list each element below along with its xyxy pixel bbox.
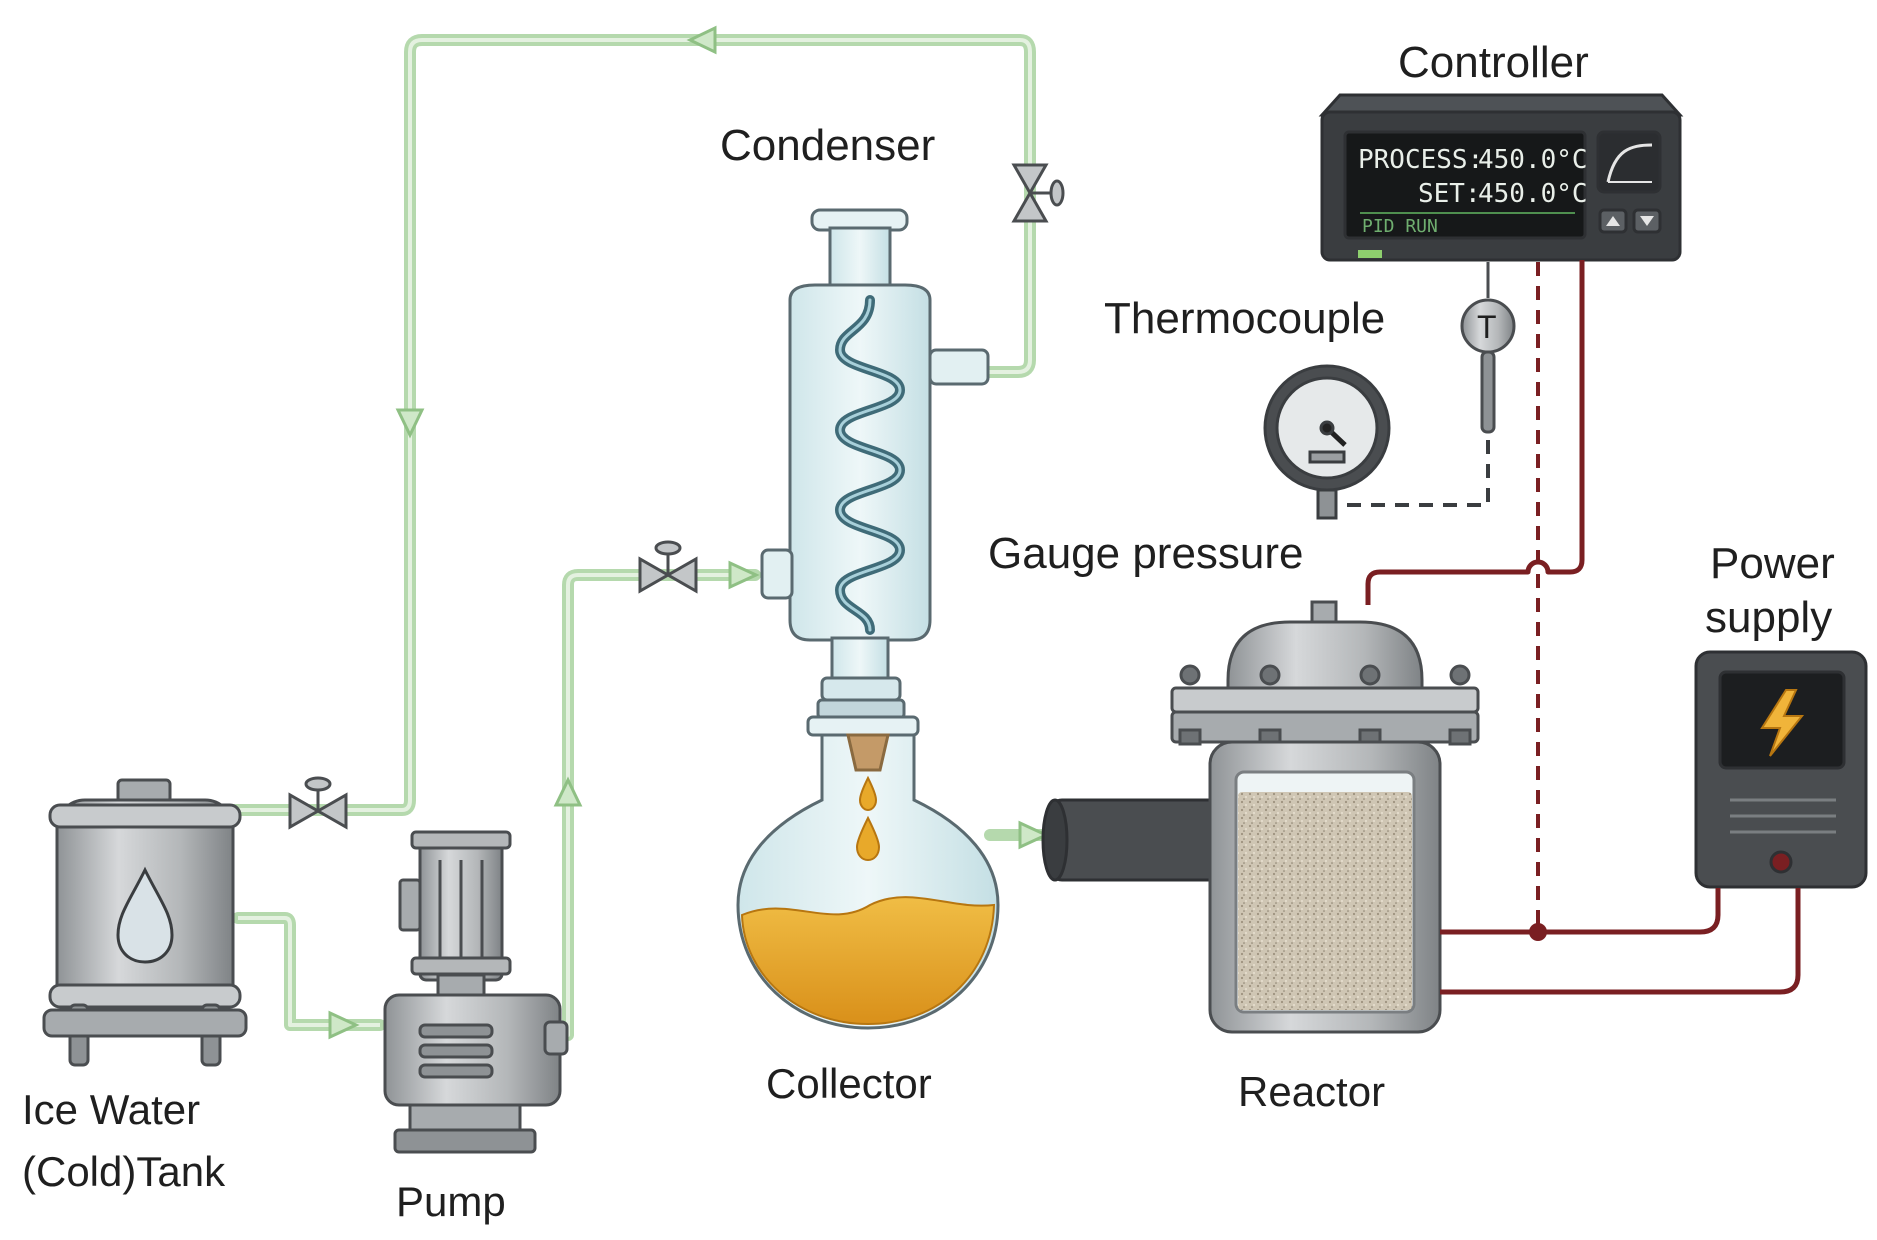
flow-arrow-pump-up: [553, 776, 583, 807]
flow-arrow-collector-out: [1018, 820, 1050, 850]
signal-junction: [1529, 923, 1547, 941]
reactor-feedstock: [1238, 792, 1412, 1010]
oil-drop: [855, 815, 881, 862]
flow-arrow-left-down: [395, 408, 425, 439]
oil-drop: [858, 775, 878, 812]
insulated-hose: [1041, 798, 1222, 882]
flow-arrows: [328, 25, 1050, 1040]
valve-tank-outlet: [288, 776, 348, 830]
label-thermocouple: Thermocouple: [1104, 294, 1385, 343]
water-drop-icon: [116, 866, 174, 964]
label-gauge-pressure: Gauge pressure: [988, 529, 1304, 578]
label-reactor: Reactor: [1238, 1068, 1385, 1115]
reactor: [1170, 600, 1480, 1034]
controller: [1318, 93, 1684, 262]
flow-arrow-top: [686, 25, 717, 55]
label-power-supply-line1: Power: [1710, 539, 1835, 588]
lightning-bolt-icon: [1760, 689, 1805, 757]
collector: [736, 715, 1000, 1030]
label-collector: Collector: [766, 1060, 932, 1107]
set-value: 450.0°C: [1478, 179, 1588, 209]
thermocouple-symbol: T: [1477, 309, 1497, 345]
coolant-line-inner: [232, 38, 1032, 1037]
controller-mode: PID RUN: [1362, 216, 1438, 237]
pump: [383, 830, 569, 1154]
power-indicator-light: [1769, 850, 1793, 874]
label-power-supply-line2: supply: [1705, 593, 1832, 642]
label-controller: Controller: [1398, 38, 1589, 87]
flow-arrow-condenser-in: [728, 560, 760, 590]
label-ice-tank-line2: (Cold)Tank: [22, 1148, 226, 1195]
valve-return: [1011, 163, 1065, 223]
label-pump: Pump: [396, 1178, 506, 1225]
power-supply: [1694, 650, 1868, 889]
label-ice-tank-line1: Ice Water: [22, 1086, 200, 1133]
ice-water-tank: [42, 778, 248, 1067]
set-label: SET:: [1418, 179, 1481, 209]
pressure-gauge: [1263, 364, 1391, 520]
thermocouple: [1460, 262, 1516, 434]
label-condenser: Condenser: [720, 121, 935, 170]
condenser: [760, 208, 990, 720]
flow-arrow-pump-in: [328, 1010, 360, 1040]
process-value: 450.0°C: [1478, 145, 1588, 175]
valve-condenser-feed: [638, 540, 698, 594]
process-label: PROCESS:: [1358, 145, 1483, 175]
collected-oil: [740, 896, 996, 1026]
signal-lines: [1345, 262, 1540, 932]
response-curve-icon: [1606, 143, 1653, 183]
